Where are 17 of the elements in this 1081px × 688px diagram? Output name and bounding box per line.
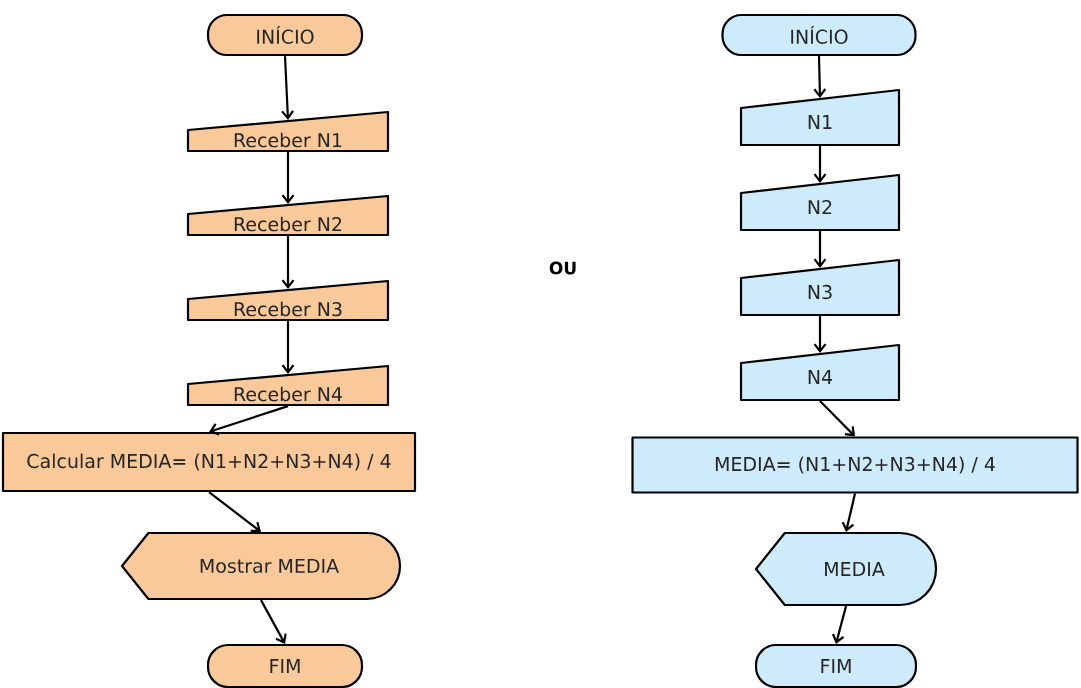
arrow [813, 56, 827, 98]
arrow [281, 236, 295, 289]
arrow [841, 493, 857, 532]
process-box: Calcular MEDIA= (N1+N2+N3+N4) / 4 [1, 431, 417, 493]
arrow [281, 152, 295, 204]
arrow [281, 321, 295, 374]
process-box: MEDIA= (N1+N2+N3+N4) / 4 [631, 436, 1079, 494]
arrow [813, 231, 827, 268]
arrow [281, 56, 294, 120]
arrow [260, 599, 287, 644]
arrow [819, 400, 855, 437]
or-label: OU [549, 261, 576, 275]
arrow [831, 605, 848, 644]
arrow [813, 146, 827, 183]
arrow [209, 405, 289, 436]
arrow [813, 316, 827, 353]
arrow [208, 491, 261, 533]
